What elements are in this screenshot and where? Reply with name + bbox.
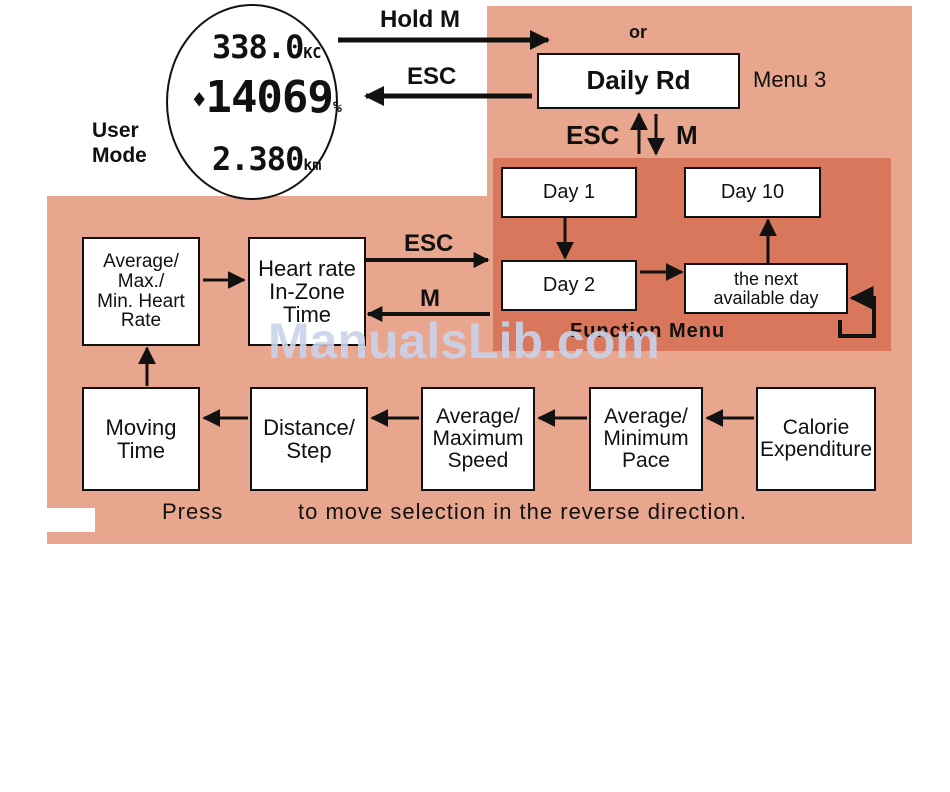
esc-mid-label: ESC [404, 230, 454, 257]
calorie-label: Calorie Expenditure [759, 415, 873, 461]
day1-box: Day 1 [501, 167, 637, 218]
esc-top-label: ESC [407, 63, 457, 90]
menu3-label: Menu 3 [753, 67, 827, 92]
distance-step-label: Distance/ Step [263, 414, 355, 463]
daily-rd-label: Daily Rd [586, 65, 691, 96]
or-label: or [629, 22, 647, 42]
calorie-value: 338.0 [212, 28, 304, 66]
in-zone-box: Heart rate In-Zone Time [248, 237, 366, 346]
footer-press: Press [162, 499, 224, 524]
heart-icon: ♦ [192, 86, 206, 114]
calorie-box: Calorie Expenditure [756, 387, 876, 491]
distance-readout: 2.380km [212, 140, 321, 178]
heart-rate-label: Average/ Max./ Min. Heart Rate [97, 250, 185, 332]
distance-unit: km [303, 156, 322, 174]
day2-label: Day 2 [542, 274, 596, 296]
user-mode-label: User Mode [92, 119, 147, 168]
watermark: ManualsLib.com [268, 313, 660, 369]
day2-box: Day 2 [501, 260, 637, 311]
m-vertical-label: M [676, 120, 698, 150]
distance-step-box: Distance/ Step [250, 387, 368, 491]
in-zone-label: Heart rate In-Zone Time [258, 255, 356, 328]
avg-max-speed-box: Average/ Maximum Speed [421, 387, 535, 491]
distance-value: 2.380 [212, 140, 304, 178]
heart-unit: % [332, 98, 342, 116]
heart-value: 14069 [205, 72, 333, 123]
heart-readout: ♦14069% [192, 72, 342, 123]
footer-instruction: to move selection in the reverse directi… [298, 499, 747, 524]
day1-label: Day 1 [542, 181, 596, 203]
esc-vertical-label: ESC [566, 120, 620, 150]
avg-min-pace-box: Average/ Minimum Pace [589, 387, 703, 491]
m-mid-label: M [420, 285, 440, 312]
day10-label: Day 10 [720, 181, 785, 203]
avg-min-pace-label: Average/ Minimum Pace [603, 404, 689, 473]
watch-display: 338.0KC ♦14069% 2.380km [166, 4, 342, 200]
hold-m-label: Hold M [380, 6, 460, 33]
avg-max-speed-label: Average/ Maximum Speed [432, 404, 524, 473]
press-key-icon-area [47, 508, 95, 532]
next-day-label: the next available day [713, 268, 819, 308]
loop-arrow [838, 286, 876, 338]
daily-rd-box: Daily Rd [537, 53, 740, 109]
calorie-unit: KC [303, 44, 322, 62]
moving-time-label: Moving Time [105, 414, 177, 463]
heart-rate-box: Average/ Max./ Min. Heart Rate [82, 237, 200, 346]
day10-box: Day 10 [684, 167, 821, 218]
function-menu-title: Function Menu [570, 320, 726, 342]
next-day-box: the next available day [684, 263, 848, 314]
calorie-readout: 338.0KC [212, 28, 321, 66]
moving-time-box: Moving Time [82, 387, 200, 491]
